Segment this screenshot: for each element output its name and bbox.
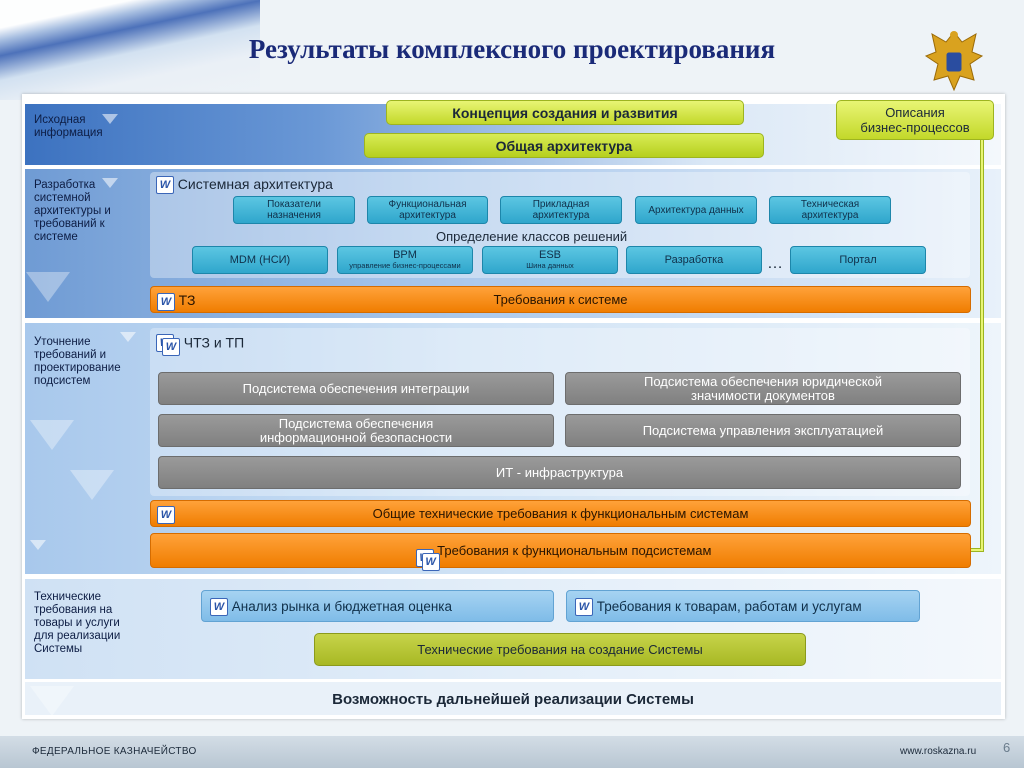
- functional-requirements-text: Требования к функциональным подсистемам: [437, 543, 712, 558]
- system-architecture-title: W Системная архитектура: [156, 176, 333, 195]
- page-number: 6: [1003, 740, 1011, 755]
- slide-title: Результаты комплексного проектирования: [248, 34, 776, 64]
- goods-requirements-text: Требования к товарам, работам и услугам: [596, 599, 862, 614]
- class-box-development: Разработка: [626, 246, 762, 274]
- arch-box-data: Архитектура данных: [635, 196, 757, 224]
- it-infrastructure: ИТ - инфраструктура: [158, 456, 961, 489]
- stage-subsystems-bg: [25, 323, 1001, 574]
- business-process-line2: бизнес-процессов: [860, 120, 970, 135]
- functional-requirements-bar: W W Требования к функциональным подсисте…: [150, 533, 971, 571]
- stage-label-source: Исходная информация: [34, 114, 103, 139]
- arch-box-line2: архитектура: [801, 210, 859, 221]
- arch-box-line2: архитектура: [399, 210, 456, 221]
- stage-label-tech: Технические требования на товары и услуг…: [34, 591, 121, 655]
- word-doc-icon-wrap: W: [157, 501, 175, 527]
- arch-box-line1: Показатели: [267, 199, 321, 210]
- arch-box-line1: Функциональная: [388, 199, 467, 210]
- class-box-sub: Шина данных: [526, 261, 574, 270]
- general-architecture-box: Общая архитектура: [364, 133, 764, 158]
- stage-label-subsystems: Уточнение требований и проектирование по…: [34, 336, 121, 387]
- word-doc-icon: W: [421, 552, 440, 571]
- system-creation-requirements: Технические требования на создание Систе…: [314, 633, 806, 666]
- arch-box-line1: Архитектура данных: [648, 204, 744, 216]
- arrow-down-icon: [102, 178, 118, 188]
- market-analysis-text: Анализ рынка и бюджетная оценка: [231, 599, 453, 614]
- subsystems-title: W W ЧТЗ и ТП: [156, 334, 245, 356]
- arrow-down-icon: [30, 420, 74, 450]
- word-doc-icon: W: [575, 598, 593, 617]
- subsystem-label: Подсистема управления эксплуатацией: [642, 422, 884, 438]
- flag-decoration: [0, 0, 260, 100]
- arch-box-line1: Прикладная: [532, 199, 590, 210]
- footer-organization: ФЕДЕРАЛЬНОЕ КАЗНАЧЕЙСТВО: [32, 746, 197, 757]
- common-requirements-bar: W Общие технические требования к функцио…: [150, 500, 971, 527]
- subsystem-security: Подсистема обеспечения информационной бе…: [158, 414, 554, 447]
- arrow-down-icon: [102, 114, 118, 124]
- subsystem-label-line2: информационной безопасности: [259, 429, 453, 445]
- goods-requirements-box: W Требования к товарам, работам и услуга…: [566, 590, 920, 622]
- class-box-label: Портал: [839, 253, 877, 266]
- word-doc-icon: W: [157, 505, 175, 524]
- word-doc-icon: W: [162, 338, 180, 356]
- subsystem-integration: Подсистема обеспечения интеграции: [158, 372, 554, 405]
- arrow-down-icon: [120, 332, 136, 342]
- footer-website[interactable]: www.roskazna.ru: [900, 746, 977, 757]
- class-box-label: MDM (НСИ): [229, 253, 291, 266]
- system-architecture-label: Системная архитектура: [177, 176, 333, 192]
- final-result: Возможность дальнейшей реализации Систем…: [332, 691, 694, 708]
- arch-box-line1: Техническая: [800, 199, 860, 210]
- subsystem-legal: Подсистема обеспечения юридической значи…: [565, 372, 961, 405]
- footer-bar: [0, 736, 1024, 768]
- ellipsis: …: [767, 255, 783, 272]
- class-box-portal: Портал: [790, 246, 926, 274]
- common-requirements-text: Общие технические требования к функциона…: [372, 506, 749, 521]
- subsystem-label-line2: значимости документов: [691, 387, 835, 403]
- business-process-box: Описания бизнес-процессов: [836, 100, 994, 140]
- tz-bar: W ТЗ Требования к системе: [150, 286, 971, 313]
- word-docs-icon: W W: [156, 334, 180, 356]
- arrow-down-icon: [30, 540, 46, 550]
- class-box-label: Разработка: [664, 253, 724, 266]
- subsystem-exploitation: Подсистема управления эксплуатацией: [565, 414, 961, 447]
- class-box-sub: управление бизнес-процессами: [349, 261, 461, 270]
- arrow-down-icon: [30, 686, 74, 716]
- word-doc-icon: W: [156, 176, 174, 195]
- tz-label-text: ТЗ: [178, 292, 196, 308]
- class-box-mdm: MDM (НСИ): [192, 246, 328, 274]
- concept-box: Концепция создания и развития: [386, 100, 744, 125]
- class-box-label: ESB: [538, 249, 561, 261]
- arrow-down-icon: [26, 272, 70, 302]
- tz-text: Требования к системе: [493, 292, 628, 307]
- subsystem-label-line1: Подсистема обеспечения юридической: [643, 373, 883, 389]
- arch-box-line2: назначения: [267, 210, 321, 221]
- subsystem-label-line1: Подсистема обеспечения: [278, 415, 434, 431]
- stage-label-architecture: Разработка системной архитектуры и требо…: [34, 179, 111, 243]
- word-docs-icon: W W: [415, 548, 440, 571]
- subsystems-label: ЧТЗ и ТП: [183, 334, 245, 351]
- arch-box-line2: архитектура: [532, 210, 590, 221]
- class-box-label: BPM: [393, 249, 417, 261]
- business-process-line1: Описания: [885, 105, 945, 120]
- arrow-down-icon: [70, 470, 114, 500]
- word-doc-icon: W: [157, 292, 175, 311]
- emblem-icon: [924, 31, 984, 92]
- solution-classes-title: Определение классов решений: [436, 229, 628, 244]
- subsystem-label: Подсистема обеспечения интеграции: [242, 380, 470, 396]
- market-analysis-box: W Анализ рынка и бюджетная оценка: [201, 590, 554, 622]
- subsystem-label: ИТ - инфраструктура: [495, 464, 624, 480]
- tz-label: W ТЗ: [157, 287, 195, 314]
- word-doc-icon: W: [210, 598, 228, 617]
- stage-final-bg: [25, 682, 1001, 715]
